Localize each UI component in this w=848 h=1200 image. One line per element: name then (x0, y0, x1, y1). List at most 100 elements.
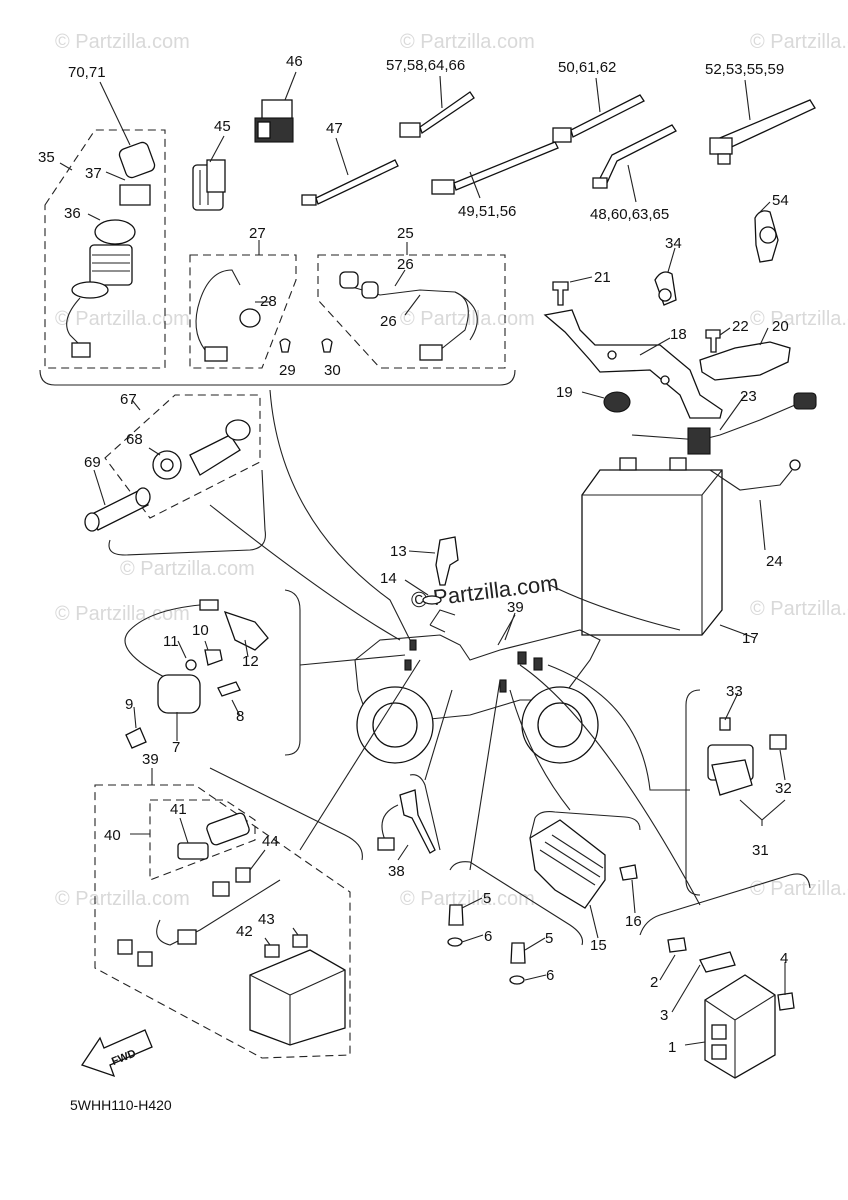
callout-39b: 39 (142, 751, 159, 768)
callout-2: 2 (650, 974, 658, 991)
callout-28: 28 (260, 293, 277, 310)
watermark-layer: © Partzilla.com © Partzilla.com © Partzi… (55, 31, 848, 910)
atv-vehicle (354, 609, 601, 764)
center-watermark: © Partzilla.com (410, 570, 560, 613)
cable-tie-50 (552, 94, 645, 143)
bolt-22 (705, 329, 721, 353)
callout-49-51-56: 49,51,56 (458, 203, 516, 220)
callout-70-71: 70,71 (68, 64, 106, 81)
watermark-text: © Partzilla.com (400, 888, 535, 910)
callout-54: 54 (772, 192, 789, 209)
bolt-8 (217, 681, 241, 697)
callout-5a: 5 (483, 890, 491, 907)
callout-8: 8 (236, 708, 244, 725)
battery-cable-23 (631, 392, 817, 491)
callout-23: 23 (740, 388, 757, 405)
callout-21: 21 (594, 269, 611, 286)
watermark-text: © Partzilla.com (400, 31, 535, 53)
coil-bracket (284, 589, 301, 756)
callout-6b: 6 (546, 967, 554, 984)
cap-29 (279, 338, 291, 353)
callout-32: 32 (775, 780, 792, 797)
callout-6a: 6 (484, 928, 492, 945)
callout-20: 20 (772, 318, 789, 335)
callout-36: 36 (64, 205, 81, 222)
callout-34: 34 (665, 235, 682, 252)
callout-1: 1 (668, 1039, 676, 1056)
callout-57-58-64-66: 57,58,64,66 (386, 57, 465, 74)
rectifier-bracket (529, 811, 641, 839)
callout-35: 35 (38, 149, 55, 166)
callout-47: 47 (326, 120, 343, 137)
watermark-text: © Partzilla.com (750, 308, 848, 330)
callout-45: 45 (214, 118, 231, 135)
callout-42: 42 (236, 923, 253, 940)
watermark-text: © Partzilla.com (120, 558, 255, 580)
cable-tie-48 (592, 124, 677, 189)
callout-68: 68 (126, 431, 143, 448)
diagram-code: 5WHH110-H420 (70, 1097, 172, 1113)
sensor-38-bracket (409, 774, 441, 851)
callout-16: 16 (625, 913, 642, 930)
socket-bracket (108, 469, 266, 556)
callout-37: 37 (85, 165, 102, 182)
fuse-group-bracket (209, 767, 363, 861)
fuse-group-39 (94, 784, 351, 1059)
callout-39a: 39 (507, 599, 524, 616)
callout-67: 67 (120, 391, 137, 408)
damper-19 (603, 391, 631, 413)
callout-26b: 26 (380, 313, 397, 330)
leader-lines (209, 389, 701, 906)
starter-relay-31 (707, 717, 787, 796)
bolt-16 (619, 864, 638, 881)
washer-11 (185, 659, 197, 671)
bolt-4 (777, 992, 795, 1011)
sensor-13 (435, 536, 459, 586)
callout-leaders (59, 71, 786, 1046)
relay-bracket (685, 689, 701, 896)
fwd-arrow: FWD (80, 1029, 153, 1078)
callout-5b: 5 (545, 930, 553, 947)
callout-43: 43 (258, 911, 275, 928)
callout-24: 24 (766, 553, 783, 570)
callout-11: 11 (163, 633, 179, 650)
watermark-text: © Partzilla.com (750, 598, 848, 620)
callout-31: 31 (752, 842, 769, 859)
watermark-text: © Partzilla.com (55, 603, 190, 625)
main-switch-group (44, 129, 166, 369)
watermark-text: © Partzilla.com (55, 31, 190, 53)
callout-50-61-62: 50,61,62 (558, 59, 616, 76)
bolt-10 (204, 649, 223, 666)
cable-tie-47 (301, 159, 399, 206)
callout-38: 38 (388, 863, 405, 880)
watermark-text: © Partzilla.com (750, 878, 848, 900)
callout-40: 40 (104, 827, 121, 844)
rectifier-15 (529, 819, 606, 909)
cdi-unit-1 (699, 951, 776, 1079)
callout-7: 7 (172, 739, 180, 756)
bolt-21 (552, 281, 569, 306)
coupler-45 (192, 159, 226, 211)
watermark-text: © Partzilla.com (55, 308, 190, 330)
clip-34 (654, 271, 677, 306)
bolt-5a (448, 904, 464, 926)
callout-3: 3 (660, 1007, 668, 1024)
callout-33: 33 (726, 683, 743, 700)
cable-tie-57 (399, 91, 475, 138)
cable-tie-49 (431, 141, 559, 195)
callout-9: 9 (125, 696, 133, 713)
callout-26a: 26 (397, 256, 414, 273)
callout-12: 12 (242, 653, 259, 670)
gasket-14 (422, 595, 442, 605)
lead-group-27 (189, 254, 297, 369)
callout-19: 19 (556, 384, 573, 401)
callout-48-60-63-65: 48,60,63,65 (590, 206, 669, 223)
callout-25: 25 (397, 225, 414, 242)
bracket-20 (699, 341, 791, 381)
sleeve-9 (125, 727, 147, 749)
callout-22: 22 (732, 318, 749, 335)
callout-17: 17 (742, 630, 759, 647)
cdi-bracket (639, 873, 811, 936)
callout-labels: 70,71 35 37 36 46 45 47 57,58,64,66 49,5… (38, 53, 792, 1056)
